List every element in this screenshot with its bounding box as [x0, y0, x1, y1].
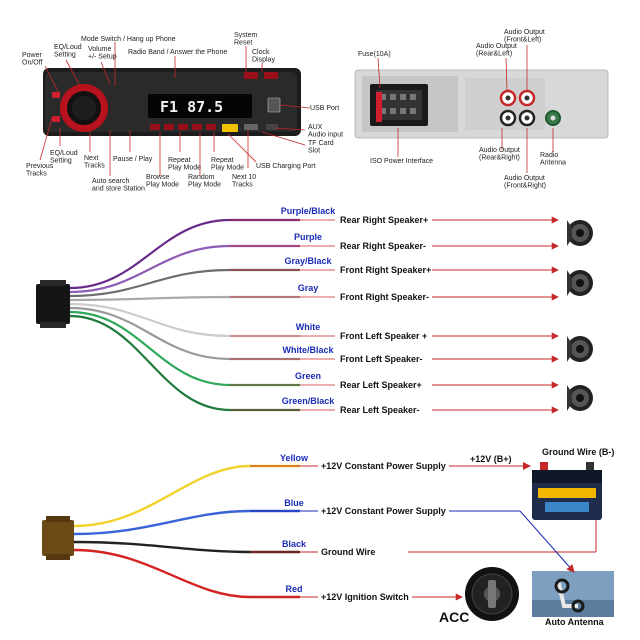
speaker-wire-4 [69, 302, 300, 338]
fuse-label: Fuse(10A) [358, 51, 391, 58]
usb-port [267, 97, 281, 113]
audio-out-front-left-top-label: Audio Output(Front&Left) [504, 29, 545, 44]
power-wire-color-label-0: Yellow [280, 453, 309, 463]
speaker-wire-7 [69, 314, 300, 412]
acc-ignition [465, 567, 519, 621]
power-wire-3 [73, 548, 300, 599]
speaker-wire-color-label-1: Purple [294, 232, 322, 242]
auto-antenna-label: Auto Antenna [545, 617, 605, 627]
speaker-wire-color-label-3: Gray [298, 283, 319, 293]
radio-band-label: Radio Band / Answer the Phone [128, 49, 227, 56]
mode-switch-label: Mode Switch / Hang up Phone [81, 36, 176, 43]
speaker-icon [567, 336, 593, 362]
iso-interface-label: ISO Power Interface [370, 158, 433, 165]
speaker-wire-5 [69, 306, 300, 361]
speaker-wire-color-label-0: Purple/Black [281, 206, 337, 216]
power-destination-label-3: +12V Ignition Switch [321, 592, 409, 602]
speaker-destination-label-6: Rear Left Speaker+ [340, 380, 422, 390]
pause-play-label: Pause / Play [113, 156, 153, 163]
speaker-wire-color-label-5: White/Black [282, 345, 334, 355]
power-wiring: Yellow+12V Constant Power SupplyBlue+12V… [42, 447, 614, 627]
usb-charging-label: USB Charging Port [256, 163, 316, 170]
volume-label: Volume+/- Setup [88, 46, 117, 61]
display-text: F1 87.5 [160, 98, 223, 116]
speaker-wire-color-label-7: Green/Black [282, 396, 336, 406]
speaker-wire-3 [69, 295, 300, 302]
power-wire-0 [73, 464, 300, 528]
audio-out-rear-right-label: Audio Output(Rear&Right) [479, 147, 520, 162]
speaker-wire-1 [69, 244, 300, 294]
audio-out-rear-left-label: Audio Output(Rear&Left) [476, 43, 517, 58]
power-wire-color-label-2: Black [282, 539, 307, 549]
power-destination-label-2: Ground Wire [321, 547, 375, 557]
speaker-icon [567, 220, 593, 246]
speaker-icon [567, 270, 593, 296]
speaker-destination-label-4: Front Left Speaker + [340, 331, 427, 341]
speaker-destination-label-3: Front Right Speaker- [340, 292, 429, 302]
power-wire-2 [73, 540, 300, 554]
power-destination-label-0: +12V Constant Power Supply [321, 461, 446, 471]
acc-label: ACC [439, 609, 469, 625]
speaker-harness-connector [36, 284, 70, 324]
speaker-destination-label-1: Rear Right Speaker- [340, 241, 426, 251]
battery [532, 462, 602, 520]
speaker-wire-6 [69, 310, 300, 387]
power-wire-1 [73, 509, 300, 536]
usb-charging-port [222, 124, 238, 132]
ground-b-minus-label: Ground Wire (B-) [542, 447, 614, 457]
radio-display [148, 94, 252, 118]
power-harness-connector [42, 520, 74, 556]
fuse [376, 92, 382, 122]
power-wire-color-label-3: Red [285, 584, 302, 594]
power-destination-label-1: +12V Constant Power Supply [321, 506, 446, 516]
auto-antenna-illustration [532, 571, 614, 617]
audio-out-front-right-label: Audio Output(Front&Right) [504, 175, 546, 190]
usb-port-label: USB Port [310, 105, 339, 112]
power-wire-color-label-1: Blue [284, 498, 304, 508]
b-plus-label: +12V (B+) [470, 454, 512, 464]
speaker-wire-color-label-4: White [296, 322, 321, 332]
speaker-destination-label-7: Rear Left Speaker- [340, 405, 420, 415]
speaker-wire-color-label-2: Gray/Black [284, 256, 332, 266]
speaker-wire-0 [69, 218, 300, 290]
speaker-wire-2 [69, 268, 300, 298]
speaker-destination-label-0: Rear Right Speaker+ [340, 215, 428, 225]
speaker-icon [567, 385, 593, 411]
radio-front-panel: F1 87.5 [22, 32, 343, 193]
speaker-wire-color-label-6: Green [295, 371, 321, 381]
speaker-destination-label-2: Front Right Speaker+ [340, 265, 431, 275]
radio-rear-panel: Fuse(10A) Audio Output(Rear&Left) Audio … [354, 29, 609, 190]
speaker-destination-label-5: Front Left Speaker- [340, 354, 423, 364]
